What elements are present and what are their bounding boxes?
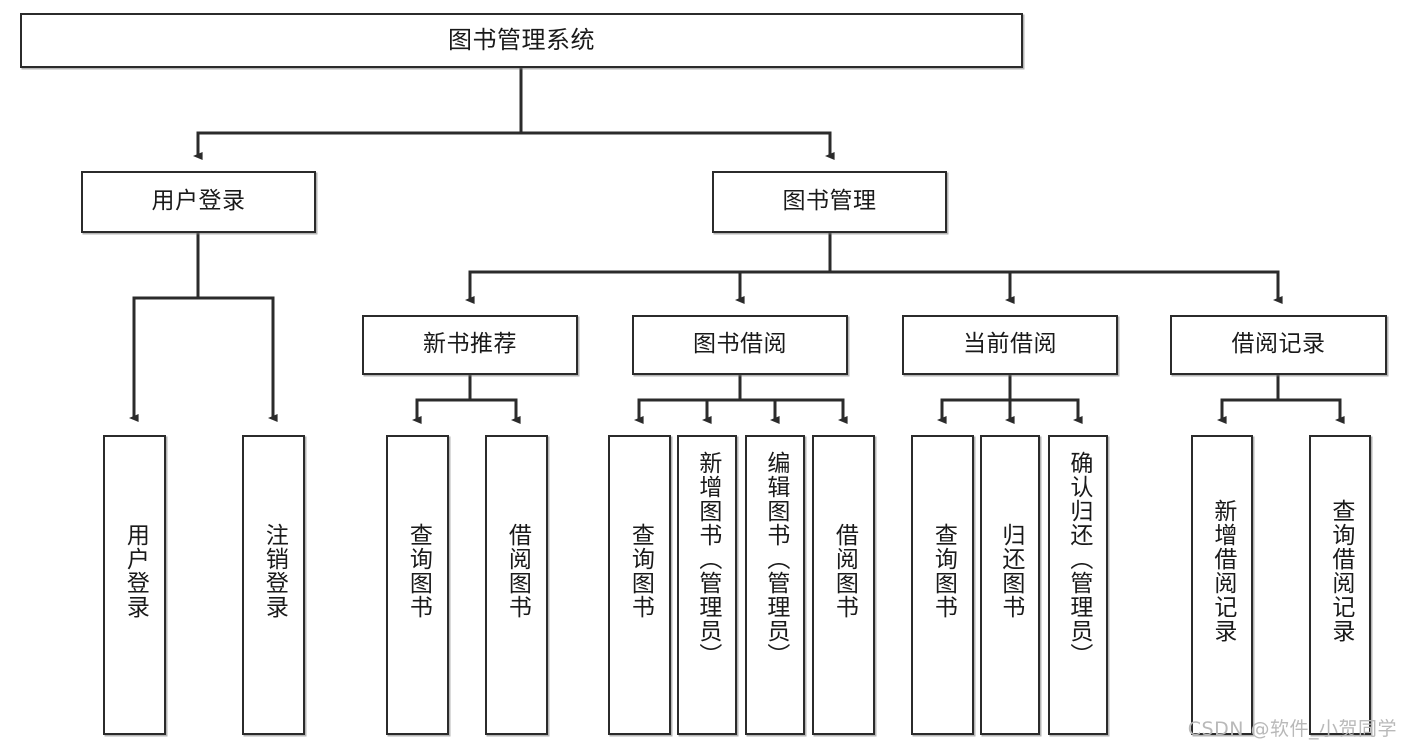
node-leaf-query-book-1[interactable]: 查询图书 xyxy=(386,435,449,735)
node-current-borrow-label: 当前借阅 xyxy=(963,331,1057,358)
node-new-book-recommend-label: 新书推荐 xyxy=(423,331,517,358)
node-leaf-add-book[interactable]: 新增图书（管理员） xyxy=(677,435,737,735)
node-user-login[interactable]: 用户登录 xyxy=(81,171,316,233)
node-leaf-return-book[interactable]: 归还图书 xyxy=(980,435,1040,735)
node-user-login-label: 用户登录 xyxy=(151,188,246,215)
node-book-borrow-label: 图书借阅 xyxy=(693,331,787,358)
node-leaf-add-record[interactable]: 新增借阅记录 xyxy=(1191,435,1253,735)
node-leaf-user-login-label: 用户登录 xyxy=(122,523,149,619)
node-leaf-borrow-book-1-label: 借阅图书 xyxy=(504,523,531,619)
node-leaf-borrow-book-2-label: 借阅图书 xyxy=(831,523,858,619)
node-leaf-query-record-label: 查询借阅记录 xyxy=(1327,499,1354,643)
node-leaf-query-book-3-label: 查询图书 xyxy=(930,523,957,619)
node-leaf-query-record[interactable]: 查询借阅记录 xyxy=(1309,435,1371,735)
node-book-borrow[interactable]: 图书借阅 xyxy=(632,315,848,375)
node-current-borrow[interactable]: 当前借阅 xyxy=(902,315,1118,375)
node-leaf-query-book-2[interactable]: 查询图书 xyxy=(608,435,671,735)
node-leaf-borrow-book-1[interactable]: 借阅图书 xyxy=(485,435,548,735)
node-leaf-user-logout-label: 注销登录 xyxy=(261,523,288,619)
node-borrow-record[interactable]: 借阅记录 xyxy=(1170,315,1387,375)
node-leaf-return-book-label: 归还图书 xyxy=(997,523,1024,619)
node-leaf-user-login[interactable]: 用户登录 xyxy=(103,435,166,735)
node-leaf-borrow-book-2[interactable]: 借阅图书 xyxy=(812,435,875,735)
node-book-manage-label: 图书管理 xyxy=(782,188,877,215)
node-leaf-edit-book[interactable]: 编辑图书（管理员） xyxy=(745,435,805,735)
node-leaf-query-book-2-label: 查询图书 xyxy=(627,523,654,619)
watermark: CSDN @软件_小贺同学 xyxy=(1187,718,1397,740)
node-borrow-record-label: 借阅记录 xyxy=(1231,331,1326,358)
node-book-manage[interactable]: 图书管理 xyxy=(712,171,947,233)
node-leaf-confirm-return[interactable]: 确认归还（管理员） xyxy=(1048,435,1108,735)
node-leaf-user-logout[interactable]: 注销登录 xyxy=(242,435,305,735)
node-root[interactable]: 图书管理系统 xyxy=(20,13,1023,68)
node-leaf-add-book-label: 新增图书（管理员） xyxy=(694,451,721,667)
node-leaf-confirm-return-label: 确认归还（管理员） xyxy=(1065,451,1092,667)
node-leaf-edit-book-label: 编辑图书（管理员） xyxy=(762,451,789,667)
node-leaf-query-book-1-label: 查询图书 xyxy=(405,523,432,619)
node-new-book-recommend[interactable]: 新书推荐 xyxy=(362,315,578,375)
node-leaf-query-book-3[interactable]: 查询图书 xyxy=(911,435,974,735)
node-root-label: 图书管理系统 xyxy=(448,26,595,55)
node-leaf-add-record-label: 新增借阅记录 xyxy=(1209,499,1236,643)
